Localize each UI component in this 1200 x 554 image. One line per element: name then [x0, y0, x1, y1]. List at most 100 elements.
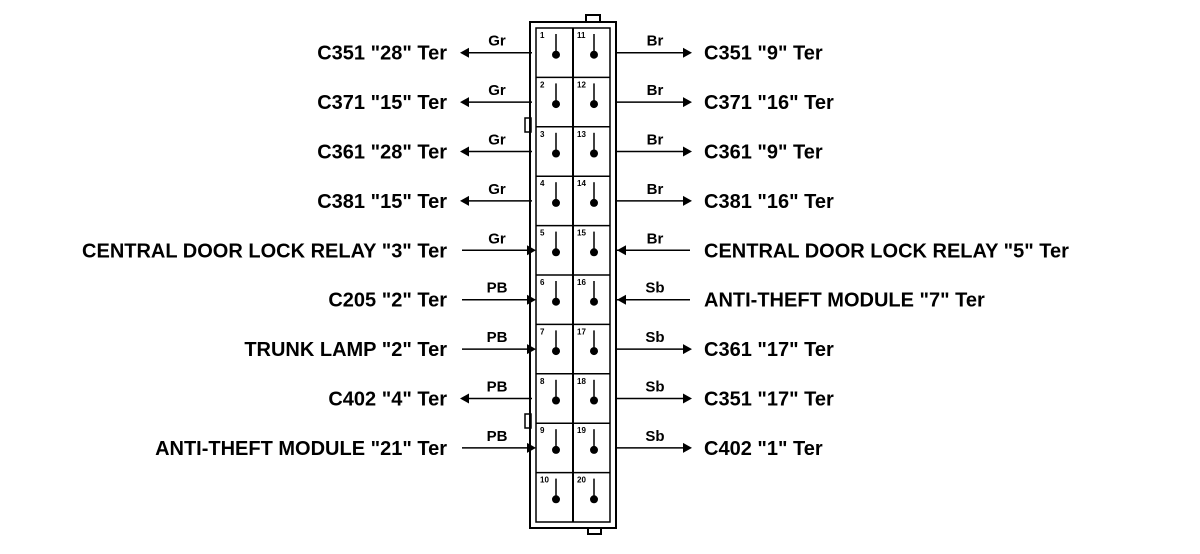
circuit-label: CENTRAL DOOR LOCK RELAY "5" Ter	[704, 240, 1069, 262]
cavity-number: 3	[540, 130, 545, 139]
arrow-left-icon	[460, 393, 469, 404]
pin-dot	[590, 495, 598, 504]
cavity-number: 6	[540, 278, 545, 287]
wire-color-code: Br	[647, 82, 664, 99]
cavity-number: 5	[540, 229, 545, 238]
connector-bottom-latch	[587, 528, 602, 535]
wire-color-code: Sb	[645, 280, 664, 297]
cavity-number: 1	[540, 31, 545, 40]
circuit-label: C205 "2" Ter	[328, 290, 447, 312]
arrow-left-icon	[617, 245, 626, 256]
cavity-number: 9	[540, 426, 545, 435]
arrow-right-icon	[527, 442, 536, 453]
circuit-label: C361 "17" Ter	[704, 339, 834, 361]
arrow-left-icon	[617, 294, 626, 305]
wire-color-code: Gr	[488, 132, 506, 149]
arrow-right-icon	[527, 294, 536, 305]
circuit-label: C351 "17" Ter	[704, 389, 834, 411]
circuit-label: C381 "16" Ter	[704, 191, 834, 213]
cavity-number: 18	[577, 377, 586, 386]
pin-dot	[552, 495, 560, 504]
circuit-label: CENTRAL DOOR LOCK RELAY "3" Ter	[82, 240, 447, 262]
cavity-number: 4	[540, 179, 545, 188]
circuit-label: C381 "15" Ter	[317, 191, 447, 213]
pin-dot	[590, 297, 598, 306]
pin-dot	[552, 50, 560, 59]
wire-color-code: Gr	[488, 82, 506, 99]
wire-color-code: Sb	[645, 329, 664, 346]
pin-dot	[590, 248, 598, 257]
wire-color-code: Br	[647, 132, 664, 149]
pin-dot	[552, 149, 560, 158]
circuit-label: C402 "1" Ter	[704, 438, 823, 460]
circuit-label: C351 "28" Ter	[317, 43, 447, 65]
cavity-number: 19	[577, 426, 586, 435]
wire-color-code: Br	[647, 230, 664, 247]
pin-dot	[590, 347, 598, 356]
wire-color-code: Br	[647, 181, 664, 198]
cavity-number: 14	[577, 179, 586, 188]
arrow-left-icon	[460, 195, 469, 206]
circuit-label: C402 "4" Ter	[328, 389, 447, 411]
wire-color-code: Gr	[488, 230, 506, 247]
circuit-label: TRUNK LAMP "2" Ter	[244, 339, 447, 361]
circuit-label: C371 "15" Ter	[317, 92, 447, 114]
pin-dot	[590, 149, 598, 158]
pin-dot	[590, 198, 598, 207]
cavity-number: 10	[540, 476, 549, 485]
wire-6: PB C205 "2" Ter	[328, 280, 536, 312]
pin-dot	[590, 445, 598, 454]
arrow-right-icon	[527, 245, 536, 256]
circuit-label: C351 "9" Ter	[704, 43, 823, 65]
wire-color-code: PB	[487, 280, 508, 297]
connector-outer-shell	[529, 21, 617, 529]
pin-dot	[552, 396, 560, 405]
pin-dot	[552, 248, 560, 257]
cavity-number: 13	[577, 130, 586, 139]
cavity-number: 7	[540, 327, 545, 336]
pin-dot	[552, 198, 560, 207]
cavity-number: 8	[540, 377, 545, 386]
arrow-right-icon	[683, 97, 692, 108]
arrow-right-icon	[683, 146, 692, 157]
pin-dot	[590, 100, 598, 109]
wire-color-code: Sb	[645, 379, 664, 396]
wire-color-code: Br	[647, 33, 664, 50]
circuit-label: ANTI-THEFT MODULE "7" Ter	[704, 290, 985, 312]
circuit-label: C361 "9" Ter	[704, 142, 823, 164]
arrow-right-icon	[683, 393, 692, 404]
connector-row-dividers	[536, 76, 610, 474]
arrow-right-icon	[527, 344, 536, 355]
connector-left-key-upper	[524, 117, 532, 133]
cavity-number: 2	[540, 80, 545, 89]
cavity-number: 12	[577, 80, 586, 89]
cavity-number: 16	[577, 278, 586, 287]
arrow-left-icon	[460, 97, 469, 108]
connector-left-key-lower	[524, 413, 532, 429]
circuit-label: ANTI-THEFT MODULE "21" Ter	[155, 438, 447, 460]
connector-body	[524, 14, 617, 535]
pin-dot	[590, 396, 598, 405]
arrow-right-icon	[683, 442, 692, 453]
wire-color-code: Sb	[645, 428, 664, 445]
circuit-label: C371 "16" Ter	[704, 92, 834, 114]
circuit-label: C361 "28" Ter	[317, 142, 447, 164]
arrow-right-icon	[683, 344, 692, 355]
cavity-number: 17	[577, 327, 586, 336]
pin-dot	[552, 297, 560, 306]
